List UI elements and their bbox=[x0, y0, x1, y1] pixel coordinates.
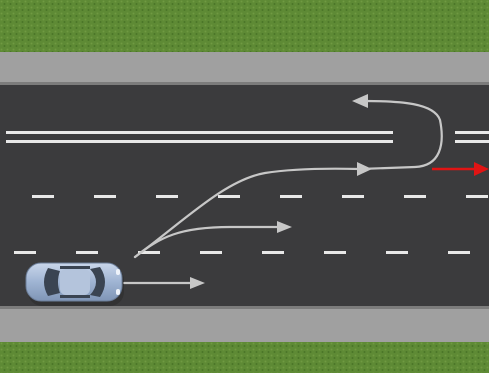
shoulder-bottom bbox=[0, 309, 489, 342]
lane-dash bbox=[156, 195, 178, 198]
lane-dash bbox=[262, 251, 284, 254]
car-side-window-top bbox=[60, 266, 90, 269]
lane-dash bbox=[94, 195, 116, 198]
lane-dash bbox=[324, 251, 346, 254]
lane-dash bbox=[218, 195, 240, 198]
lane-dash bbox=[448, 251, 470, 254]
lane-dash bbox=[32, 195, 54, 198]
car-side-window-bottom bbox=[60, 295, 90, 298]
grass-top bbox=[0, 0, 489, 52]
lane-dash bbox=[280, 195, 302, 198]
car-headlight-top bbox=[116, 269, 120, 275]
double-line-left-upper bbox=[6, 131, 393, 134]
lane-dash bbox=[386, 251, 408, 254]
curb-top bbox=[0, 82, 489, 85]
double-line-left-lower bbox=[6, 140, 393, 143]
car-roof bbox=[60, 269, 90, 295]
double-line-right-upper bbox=[455, 131, 489, 134]
car-icon bbox=[26, 263, 124, 306]
lane-dash bbox=[466, 195, 488, 198]
double-line-right-lower bbox=[455, 140, 489, 143]
curb-bottom bbox=[0, 306, 489, 309]
lane-dash bbox=[200, 251, 222, 254]
lane-dash bbox=[404, 195, 426, 198]
lane-dash bbox=[342, 195, 364, 198]
shoulder-top bbox=[0, 52, 489, 84]
car-rear-window bbox=[44, 268, 60, 296]
car-headlight-bottom bbox=[116, 289, 120, 295]
lane-dash bbox=[14, 251, 36, 254]
grass-bottom bbox=[0, 342, 489, 373]
lane-dash bbox=[76, 251, 98, 254]
